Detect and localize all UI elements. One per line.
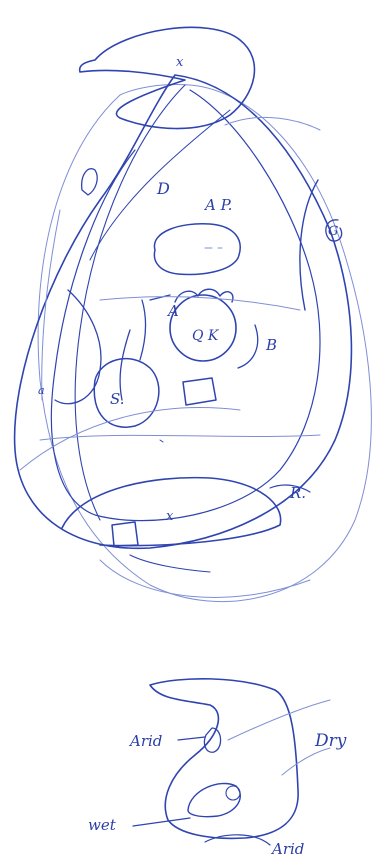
lower-arid-pocket	[204, 728, 220, 752]
lower-cross-line	[282, 748, 330, 775]
center-square	[183, 378, 216, 405]
label-b: B	[265, 336, 277, 354]
label-q-k: Q K	[192, 328, 220, 344]
swoop-line-3	[225, 117, 320, 130]
bottom-lobe-square	[112, 522, 138, 546]
upper-sketch: x D A P. G A Q K B S. a R. x	[15, 27, 372, 601]
label-d-left: D	[156, 179, 170, 198]
label-wet: wet	[88, 816, 117, 834]
ap-blob	[154, 224, 240, 275]
lower-sketch: Arid Dry wet Arid	[88, 679, 347, 858]
cross-line-4	[160, 440, 163, 442]
lower-small-circle	[226, 786, 240, 800]
label-stroke-a: a	[38, 384, 45, 397]
lower-wet-arrow	[133, 818, 190, 826]
left-d-shape	[82, 169, 98, 195]
cross-line-1	[100, 297, 300, 310]
label-x-bottom: x	[166, 509, 174, 524]
b-curve	[238, 325, 258, 368]
label-a-inner: A	[166, 302, 179, 320]
label-dry: Dry	[314, 731, 347, 751]
label-a-p: A P.	[203, 196, 232, 214]
label-r: R.	[289, 484, 306, 502]
cross-line-3	[40, 435, 320, 440]
label-s: S.	[110, 390, 125, 408]
inner-loop	[51, 90, 320, 521]
label-arid-bottom: Arid	[270, 840, 304, 858]
vertical-strokes	[120, 295, 170, 400]
bottom-tail	[130, 555, 210, 572]
label-arid-top: Arid	[128, 732, 162, 750]
lower-arid-arrow	[178, 737, 205, 740]
label-g: G	[328, 224, 338, 239]
label-x-top: x	[176, 55, 184, 70]
top-lobe	[80, 27, 255, 128]
